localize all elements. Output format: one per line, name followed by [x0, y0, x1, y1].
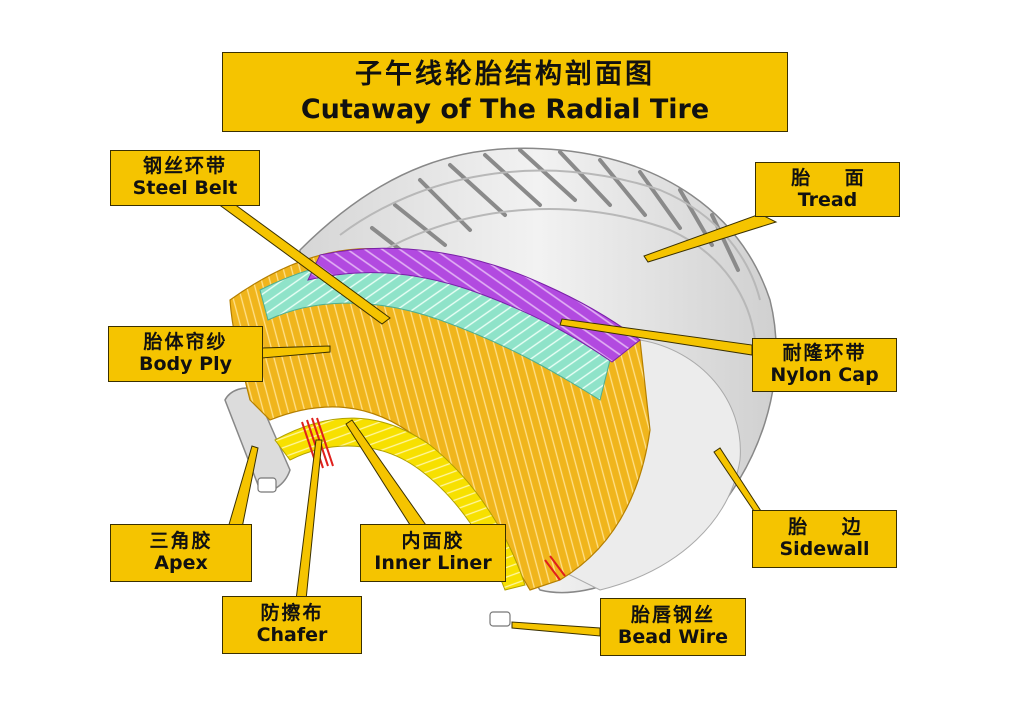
bead-wire [257, 477, 511, 627]
label-bead-wire-en: Bead Wire [617, 626, 729, 648]
label-tread-en: Tread [797, 188, 858, 211]
label-body-ply-en: Body Ply [139, 353, 232, 375]
label-bead-wire-zh: 胎唇钢丝 [630, 604, 715, 627]
label-steel-belt-en: Steel Belt [132, 177, 238, 199]
label-chafer-zh: 防擦布 [260, 602, 324, 625]
nylon-cap-layer [307, 247, 641, 363]
label-apex-zh: 三角胶 [149, 530, 213, 553]
title-box: 子午线轮胎结构剖面图 Cutaway of The Radial Tire [222, 52, 788, 132]
label-chafer: 防擦布 Chafer [222, 596, 362, 654]
label-tread: 胎 面 Tread [755, 162, 900, 217]
label-tread-zh: 胎 面 [791, 166, 878, 189]
label-chafer-en: Chafer [256, 624, 328, 646]
tread-ribs [339, 169, 761, 341]
label-nylon-cap: 耐隆环带 Nylon Cap [752, 338, 897, 392]
label-steel-belt-zh: 钢丝环带 [142, 155, 227, 178]
label-bead-wire: 胎唇钢丝 Bead Wire [600, 598, 746, 656]
label-sidewall-zh: 胎 边 [788, 516, 875, 539]
label-inner-liner: 内面胶 Inner Liner [360, 524, 506, 582]
title-zh: 子午线轮胎结构剖面图 [355, 58, 655, 90]
label-body-ply: 胎体帘纱 Body Ply [108, 326, 263, 382]
label-apex: 三角胶 Apex [110, 524, 252, 582]
title-en: Cutaway of The Radial Tire [300, 94, 710, 125]
leader-lines [208, 197, 778, 637]
label-nylon-cap-zh: 耐隆环带 [782, 342, 867, 365]
label-sidewall: 胎 边 Sidewall [752, 510, 897, 568]
label-nylon-cap-en: Nylon Cap [770, 364, 879, 386]
label-steel-belt: 钢丝环带 Steel Belt [110, 150, 260, 206]
label-apex-en: Apex [154, 552, 208, 574]
label-sidewall-en: Sidewall [779, 538, 870, 560]
label-inner-liner-en: Inner Liner [374, 552, 492, 574]
label-body-ply-zh: 胎体帘纱 [143, 331, 228, 354]
label-inner-liner-zh: 内面胶 [401, 530, 465, 553]
